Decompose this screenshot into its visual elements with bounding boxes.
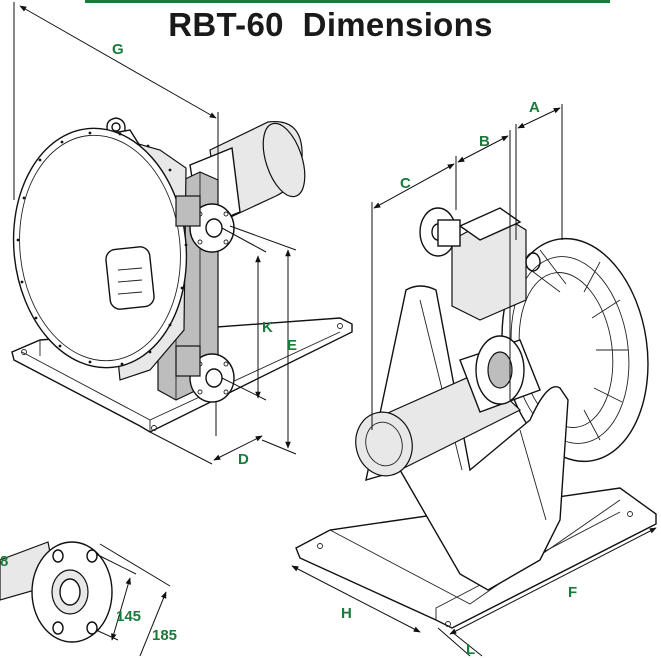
label-a: A <box>529 99 540 116</box>
dimension-k <box>221 227 267 401</box>
dimension-b <box>455 130 511 400</box>
flange-detail <box>0 541 171 657</box>
label-e: E <box>287 337 297 354</box>
label-d: D <box>238 451 249 468</box>
label-f: F <box>568 584 577 601</box>
dimension-g <box>13 2 219 200</box>
label-c: C <box>400 175 411 192</box>
label-flange-outer: 185 <box>152 627 177 644</box>
dimension-e <box>229 225 297 455</box>
label-flange-hole: 8 <box>0 553 8 570</box>
label-h: H <box>341 605 352 622</box>
pump-rear-view <box>295 207 657 629</box>
dimension-l <box>437 627 483 657</box>
label-k: K <box>262 319 273 336</box>
pump-front-view <box>11 117 353 433</box>
dimension-a <box>515 104 563 240</box>
dimension-c <box>371 163 455 430</box>
label-bolt-circle: 145 <box>116 608 141 625</box>
label-g: G <box>112 41 124 58</box>
dimension-d <box>149 402 263 465</box>
label-l: L <box>466 641 475 658</box>
dimension-f <box>449 527 657 635</box>
label-b: B <box>479 133 490 150</box>
title-rule <box>85 0 610 3</box>
dimension-h <box>291 565 421 633</box>
